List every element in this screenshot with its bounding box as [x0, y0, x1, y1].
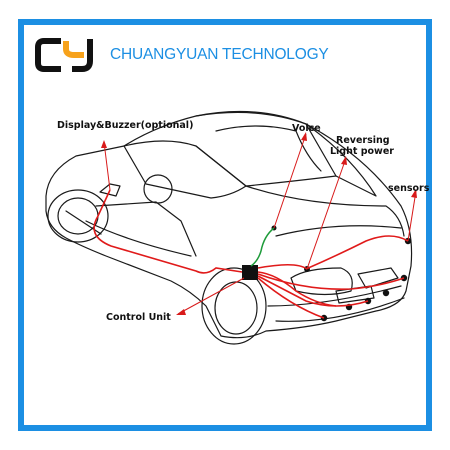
label-control-unit: Control Unit [106, 312, 171, 323]
label-sensors: sensors [388, 183, 430, 194]
car-wiring-diagram [45, 110, 417, 345]
label-display-buzzer: Display&Buzzer(optional) [57, 120, 194, 131]
label-light-power: Light power [330, 146, 394, 157]
blue-frame: CHUANGYUAN TECHNOLOGY [18, 19, 432, 431]
company-name: CHUANGYUAN TECHNOLOGY [110, 46, 329, 63]
label-reversing: Reversing [336, 135, 390, 146]
label-voice: Voice [292, 123, 321, 134]
cy-logo [35, 38, 93, 72]
